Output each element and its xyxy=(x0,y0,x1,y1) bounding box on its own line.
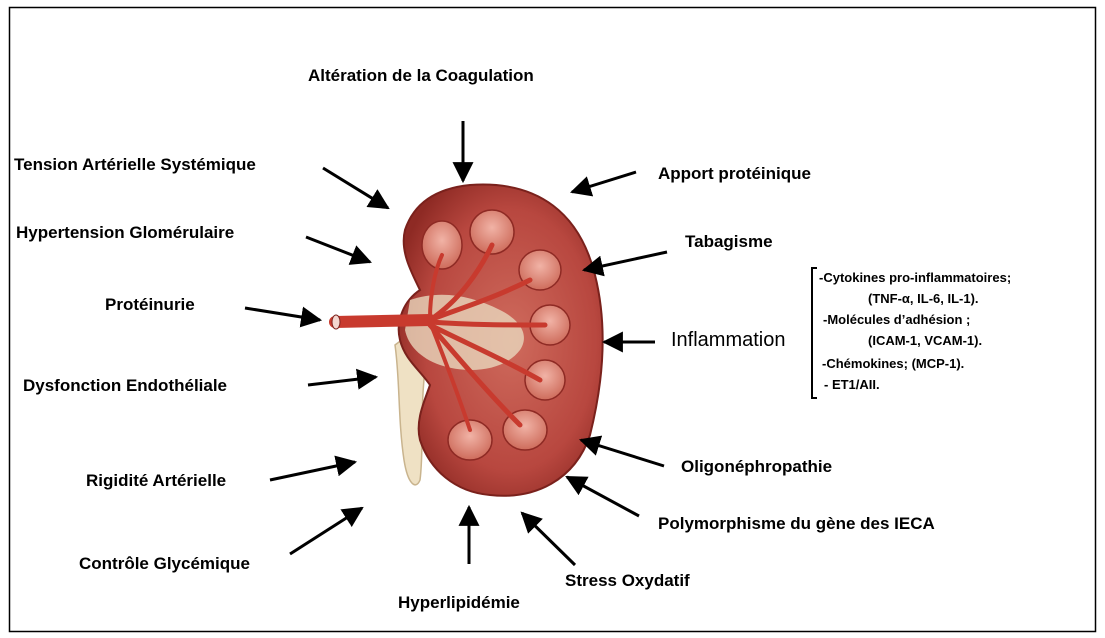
arrow-tension-arterielle xyxy=(323,168,388,208)
detail-item: -Molécules d’adhésion ; xyxy=(823,312,970,328)
artery-opening xyxy=(332,315,340,329)
label-controle-glycemique: Contrôle Glycémique xyxy=(79,554,250,574)
arrow-dysfonction-endotheliale xyxy=(308,377,376,385)
label-inflammation: Inflammation xyxy=(671,329,786,352)
inflammation-bracket xyxy=(812,268,817,398)
label-hypertension-glomerulaire: Hypertension Glomérulaire xyxy=(16,223,234,243)
label-oligonephropathie: Oligonéphropathie xyxy=(681,457,832,477)
arrow-polymorphisme xyxy=(567,477,639,516)
label-tabagisme: Tabagisme xyxy=(685,232,773,252)
arrow-hypertension-glomerulaire xyxy=(306,237,370,262)
label-stress-oxydatif: Stress Oxydatif xyxy=(565,571,690,591)
label-polymorphisme: Polymorphisme du gène des IECA xyxy=(658,514,935,534)
label-tension-arterielle: Tension Artérielle Systémique xyxy=(14,155,256,175)
detail-item: (ICAM-1, VCAM-1). xyxy=(868,333,982,349)
label-proteinurie: Protéinurie xyxy=(105,295,195,315)
label-rigidite-arterielle: Rigidité Artérielle xyxy=(86,471,226,491)
detail-item: (TNF-α, IL-6, IL-1). xyxy=(868,291,979,307)
label-dysfonction-endotheliale: Dysfonction Endothéliale xyxy=(23,376,227,396)
detail-item: -Chémokines; (MCP-1). xyxy=(822,356,964,372)
label-coagulation: Altération de la Coagulation xyxy=(308,66,534,86)
arrow-tabagisme xyxy=(584,252,667,270)
arrow-stress-oxydatif xyxy=(522,513,575,565)
arrow-controle-glycemique xyxy=(290,508,362,554)
arrow-oligonephropathie xyxy=(581,440,664,466)
label-hyperlipidemie: Hyperlipidémie xyxy=(398,593,520,613)
detail-item: - ET1/AII. xyxy=(824,377,880,393)
detail-item: -Cytokines pro-inflammatoires; xyxy=(819,270,1011,286)
arrow-proteinurie xyxy=(245,308,320,320)
arrow-apport-proteinique xyxy=(572,172,636,192)
arrow-rigidite-arterielle xyxy=(270,462,355,480)
label-apport-proteinique: Apport protéinique xyxy=(658,164,811,184)
